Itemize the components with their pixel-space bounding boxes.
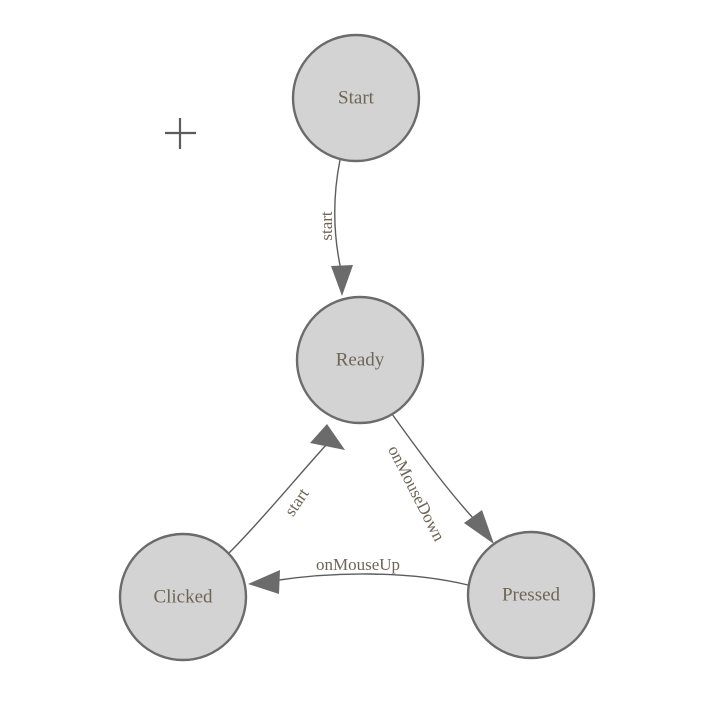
plus-marker <box>165 118 196 149</box>
node-pressed-label: Pressed <box>502 584 561 605</box>
arrowhead-into-ready-from-clicked <box>310 424 345 450</box>
arrowhead-into-clicked-from-pressed <box>248 570 280 594</box>
node-pressed-circle[interactable] <box>466 530 596 660</box>
edge-label-pressed-to-clicked: onMouseUp <box>316 555 400 574</box>
node-start-label: Start <box>338 87 375 108</box>
arrowhead-into-ready-from-start <box>331 265 353 296</box>
node-clicked[interactable]: Clicked <box>118 532 248 662</box>
edge-label-ready-to-pressed: onMouseDown <box>384 442 449 544</box>
node-ready-circle[interactable] <box>295 295 425 425</box>
arrowhead-into-pressed-from-ready <box>464 510 494 544</box>
node-clicked-label: Clicked <box>153 586 213 607</box>
edge-clicked-to-ready[interactable]: start <box>228 424 345 554</box>
edge-path-clicked-to-ready <box>228 443 328 554</box>
edge-label-start-to-ready: start <box>317 211 336 241</box>
node-pressed[interactable]: Pressed <box>466 530 596 660</box>
edge-start-to-ready[interactable]: start <box>317 159 353 296</box>
node-start-circle[interactable] <box>291 33 421 163</box>
node-ready[interactable]: Ready <box>295 295 425 425</box>
edge-path-pressed-to-clicked <box>271 573 469 586</box>
edge-pressed-to-clicked[interactable]: onMouseUp <box>248 555 469 594</box>
edge-path-start-to-ready <box>334 159 342 271</box>
node-ready-label: Ready <box>336 349 385 370</box>
edge-label-clicked-to-ready: start <box>281 484 313 519</box>
node-start[interactable]: Start <box>291 33 421 163</box>
edge-ready-to-pressed[interactable]: onMouseDown <box>384 413 494 545</box>
node-clicked-circle[interactable] <box>118 532 248 662</box>
